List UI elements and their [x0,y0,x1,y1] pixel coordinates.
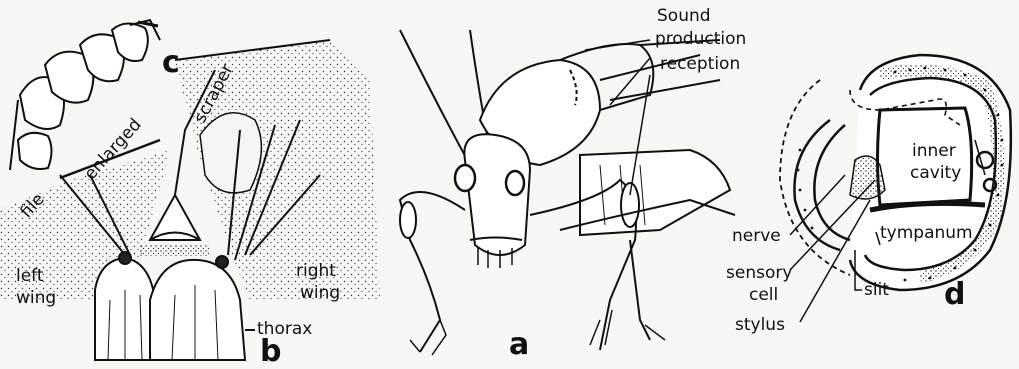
label-inner: inner [912,143,956,160]
label-a: a [509,330,529,360]
label-cavity: cavity [910,165,961,182]
label-b: b [260,337,281,367]
label-cell: cell [749,287,778,304]
label-slit: slit [864,282,889,299]
label-reception: reception [660,56,740,73]
label-right-wing-2: wing [300,285,340,302]
eye-left [455,165,475,191]
label-c: c [162,48,180,78]
label-tympanum: tympanum [880,225,973,242]
insect-panel [400,30,735,355]
label-sound: Sound [657,8,711,25]
tympanal-panel [780,55,1011,322]
label-d: d [944,280,965,310]
label-production: production [655,31,746,48]
label-nerve: nerve [732,228,781,245]
label-left-wing-1: left [16,268,44,285]
stridulation-panel [0,20,380,360]
label-sensory: sensory [726,265,792,282]
label-left-wing-2: wing [16,290,56,307]
eye-right [506,171,524,195]
label-stylus: stylus [735,317,785,334]
label-right-wing-1: right [296,263,336,280]
